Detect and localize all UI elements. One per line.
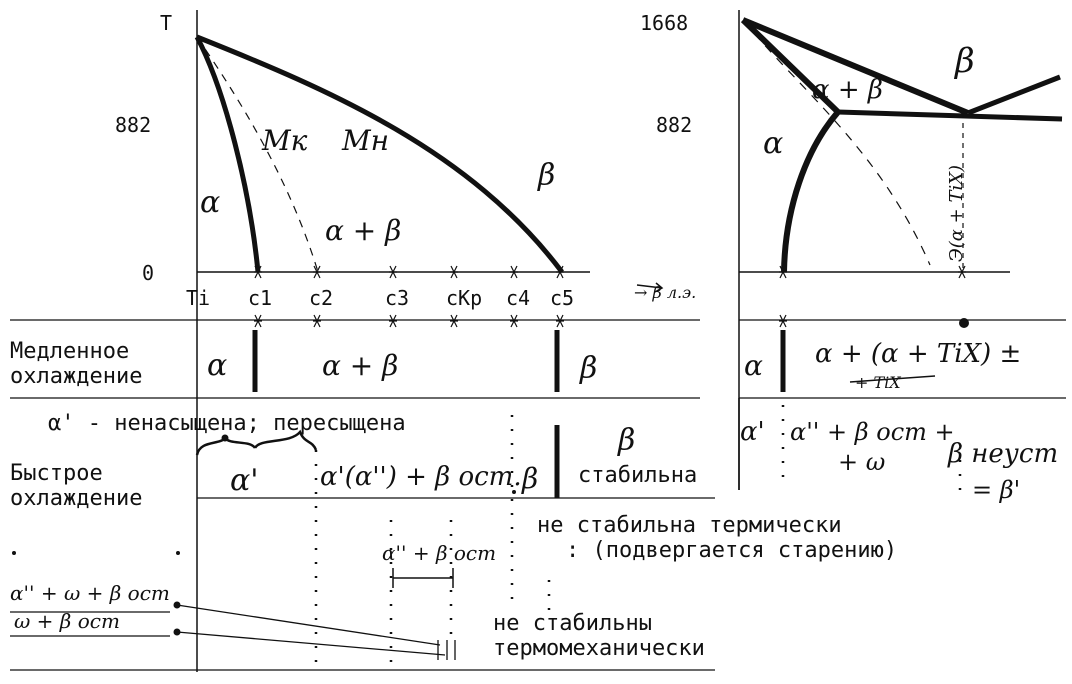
x-label-c5: c5 <box>550 286 574 310</box>
right-dashed-1 <box>742 19 931 266</box>
note-mix-2: ω + β ост <box>14 609 120 633</box>
fast-right-beta-meta: β неуст <box>947 439 1058 469</box>
fast-cell-beta-small: β <box>521 462 538 495</box>
fast-cooling-label-2: охлаждение <box>10 486 142 511</box>
alpha-solvus-curve <box>194 35 261 273</box>
x-label-ti: Ti <box>186 286 210 310</box>
left-label-beta: β <box>537 158 555 193</box>
x-axis-labels: Ti c1 c2 c3 cКр c4 c5 <box>186 286 574 310</box>
right-dot <box>959 318 969 328</box>
slow-cell-beta: β <box>579 351 597 386</box>
right-alpha-beta-upper <box>740 17 841 115</box>
note-not-stable-thermal-2: : (подвергается старению) <box>566 538 897 563</box>
right-alpha-solvus <box>781 110 841 273</box>
note-not-stable-thermomech-1: не стабильны <box>493 611 652 636</box>
beta-transus-curve <box>196 34 564 274</box>
left-label-alpha-beta: α + β <box>325 214 401 247</box>
stray-dot-3 <box>512 490 516 494</box>
note-mix-1: α'' + ω + β ост <box>10 581 170 605</box>
mk-dashed-curve <box>196 36 319 273</box>
right-beta-transus <box>741 17 970 116</box>
connector-dot-1 <box>173 601 181 609</box>
slow-cell-alpha: α <box>207 348 227 383</box>
slow-right-strike <box>849 375 936 383</box>
fast-right-alpha-prime: α' <box>740 417 765 447</box>
slow-right-alpha: α <box>744 349 763 382</box>
right-label-beta: β <box>953 41 975 81</box>
alpha-pp-range-bar <box>392 568 454 588</box>
fast-cell-beta-top: β <box>617 423 635 458</box>
left-tick-0: 0 <box>142 261 154 285</box>
stray-dot-2 <box>176 551 180 555</box>
right-label-eutectoid: Э(α + TiX) <box>946 165 967 262</box>
row-separators <box>10 319 1066 671</box>
left-label-mk: Mк <box>261 124 308 157</box>
note-not-stable-thermal-1: не стабильна термически <box>537 513 842 538</box>
slow-right-mix-sub: + TiX <box>855 373 901 392</box>
right-label-alpha: α <box>763 126 783 161</box>
x-label-c3: c3 <box>385 286 409 310</box>
right-tick-882: 882 <box>656 113 692 137</box>
fast-right-mix-top: α'' + β ост + <box>790 418 955 446</box>
x-label-c1: c1 <box>248 286 272 310</box>
note-not-stable-thermomech-2: термомеханически <box>493 636 705 661</box>
x-label-c2: c2 <box>309 286 333 310</box>
left-label-alpha: α <box>200 185 220 220</box>
right-label-alpha-beta: α + β <box>812 75 883 105</box>
right-eutectoid-line <box>837 109 1063 122</box>
slow-cell-alpha-beta: α + β <box>322 349 398 382</box>
left-diagram <box>194 10 664 672</box>
slow-right-mix: α + (α + TiX) ± <box>815 339 1021 369</box>
x-axis-suffix: → β л.э. <box>634 283 696 302</box>
fast-right-beta-prime: = β' <box>972 476 1020 504</box>
x-label-c4: c4 <box>506 286 530 310</box>
dotted-verticals <box>314 405 962 665</box>
stray-dot-1 <box>12 551 16 555</box>
left-tick-882: 882 <box>115 113 151 137</box>
alpha-prime-note: α' - ненасыщена; пересыщена <box>48 411 406 436</box>
right-beta-rising <box>967 74 1061 116</box>
left-label-mn: Mн <box>341 124 389 157</box>
left-y-axis-label: T <box>160 11 172 35</box>
note-alpha-pp-beta-ost: α'' + β ост <box>382 541 496 565</box>
fast-right-mix-bottom: + ω <box>838 448 885 476</box>
row-star-markers <box>254 314 787 328</box>
fast-cell-alpha-prime: α' <box>230 463 259 498</box>
slow-cooling-label-2: охлаждение <box>10 364 142 389</box>
phase-boundary-bars <box>252 330 786 498</box>
fast-cell-alpha-pp-beta: α'(α'') + β ост. <box>320 462 522 492</box>
right-tick-1668: 1668 <box>640 11 688 35</box>
right-star-2 <box>958 265 966 279</box>
brace-dot <box>221 434 229 442</box>
slow-cooling-label-1: Медленное <box>10 339 129 364</box>
fast-cooling-label-1: Быстрое <box>10 461 103 486</box>
x-label-ckr: cКр <box>446 286 482 310</box>
connector-lines <box>10 604 456 660</box>
x-axis-arrow <box>636 282 664 293</box>
connector-dot-2 <box>173 628 181 636</box>
fast-cell-stable: стабильна <box>578 463 697 488</box>
